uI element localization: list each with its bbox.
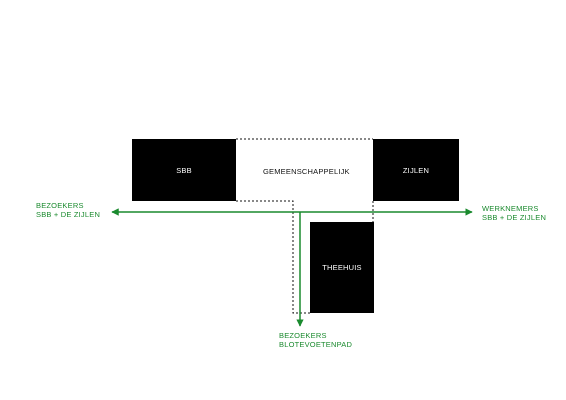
route-left-line2: SBB + DE ZIJLEN bbox=[36, 210, 101, 219]
route-left-label: BEZOEKERS SBB + DE ZIJLEN bbox=[36, 201, 100, 219]
shared-zone-outline bbox=[236, 138, 374, 314]
route-down-line1: BEZOEKERS bbox=[279, 331, 327, 340]
route-down-line2: BLOTEVOETENPAD bbox=[279, 340, 353, 349]
route-right-label: WERKNEMERS SBB + DE ZIJLEN bbox=[482, 204, 546, 222]
route-left-line1: BEZOEKERS bbox=[36, 201, 84, 210]
route-right-line1: WERKNEMERS bbox=[482, 204, 539, 213]
route-down-label: BEZOEKERS BLOTEVOETENPAD bbox=[279, 331, 352, 349]
block-theehuis: THEEHUIS bbox=[310, 222, 374, 313]
block-sbb: SBB bbox=[132, 139, 236, 201]
shared-zone-label: GEMEENSCHAPPELIJK bbox=[263, 167, 350, 176]
route-right-line2: SBB + DE ZIJLEN bbox=[482, 213, 547, 222]
block-zijlen: ZIJLEN bbox=[373, 139, 459, 201]
block-zijlen-label: ZIJLEN bbox=[402, 165, 430, 175]
block-sbb-label: SBB bbox=[176, 165, 192, 175]
block-theehuis-label: THEEHUIS bbox=[322, 263, 362, 272]
